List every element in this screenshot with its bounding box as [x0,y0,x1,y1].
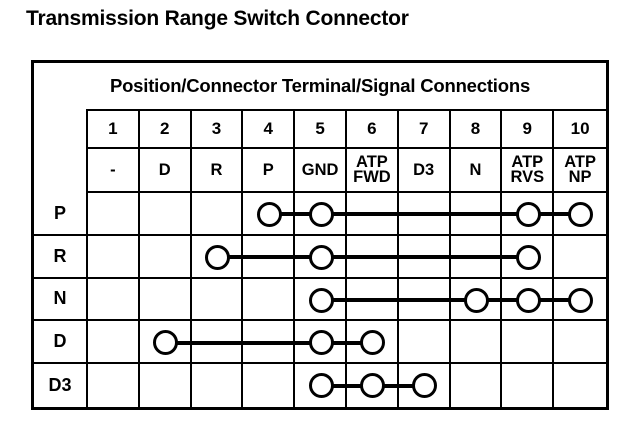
cell-R-9 [502,235,555,279]
cell-D-2 [139,321,192,365]
cell-D-7 [398,321,451,365]
row-label-P: P [34,193,88,236]
row-label-D3: D3 [34,364,88,407]
cell-P-1 [88,193,140,236]
terminal-number-cell-9: 9 [502,109,555,149]
terminal-number-cell-5: 5 [295,109,347,149]
cell-R-6 [347,235,399,279]
signal-name-cell-2: D [139,149,192,193]
cell-N-4 [243,278,296,322]
cell-D3-4 [243,364,296,407]
cell-D3-3 [192,364,244,407]
signal-name-cell-8: N [450,149,503,193]
cell-N-7 [398,278,451,322]
cell-N-8 [450,278,503,322]
cell-P-10 [554,193,606,236]
cell-D-5 [295,321,347,365]
terminal-number-cell-1: 1 [88,109,140,149]
row-label-R: R [34,235,88,279]
terminal-number-cell-2: 2 [139,109,192,149]
cell-P-5 [295,193,347,236]
signal-header-blank-cell [34,149,88,193]
cell-P-9 [502,193,555,236]
cell-N-5 [295,278,347,322]
page-title: Transmission Range Switch Connector [26,7,409,30]
cell-D-3 [191,321,244,365]
cell-D-10 [554,321,606,365]
cell-P-7 [398,193,451,236]
cell-R-2 [139,235,192,279]
signal-name-cell-3: R [191,149,244,193]
cell-P-4 [243,193,296,236]
cell-D-9 [502,321,555,365]
cell-D-1 [88,321,140,365]
cell-R-8 [450,235,503,279]
terminal-number-cell-6: 6 [347,109,399,149]
cell-R-4 [243,235,296,279]
terminal-number-cell-4: 4 [243,109,296,149]
cell-D3-6 [347,364,399,407]
terminal-number-cell-7: 7 [398,109,451,149]
cell-D3-1 [88,364,140,407]
cell-N-1 [88,278,140,322]
cell-D3-8 [451,364,503,407]
cell-R-7 [398,235,451,279]
cell-N-3 [191,278,244,322]
cell-N-10 [554,279,606,322]
cell-P-6 [347,193,399,236]
cell-P-2 [139,193,192,236]
signal-name-cell-5: GND [295,149,347,193]
cell-P-3 [191,193,244,236]
terminal-number-cell-10: 10 [554,109,606,149]
signal-name-cell-1: - [88,149,140,193]
cell-R-1 [88,235,140,279]
cell-D-6 [347,321,399,365]
table-grid: Position/Connector Terminal/Signal Conne… [34,63,606,407]
terminal-number-cell-3: 3 [191,109,244,149]
cell-D3-10 [554,364,606,407]
row-label-N: N [34,278,88,322]
signal-name-cell-4: P [243,149,296,193]
cell-D-4 [243,321,296,365]
cell-R-3 [191,235,244,279]
cell-D3-2 [140,364,192,407]
cell-R-10 [554,236,606,279]
table-caption: Position/Connector Terminal/Signal Conne… [34,63,606,109]
cell-N-6 [347,278,399,322]
cell-D3-9 [502,364,555,407]
row-label-D: D [34,321,88,365]
cell-D3-5 [295,364,347,407]
cell-D-8 [450,321,503,365]
terminal-number-cell-8: 8 [450,109,503,149]
cell-P-8 [450,193,503,236]
signal-name-cell-7: D3 [398,149,451,193]
connector-table: Position/Connector Terminal/Signal Conne… [31,60,609,410]
terminal-header-blank-cell [34,109,88,149]
cell-N-2 [139,278,192,322]
table-caption-text: Position/Connector Terminal/Signal Conne… [109,75,531,96]
cell-R-5 [295,235,347,279]
cell-N-9 [502,278,555,322]
cell-D3-7 [399,364,451,407]
